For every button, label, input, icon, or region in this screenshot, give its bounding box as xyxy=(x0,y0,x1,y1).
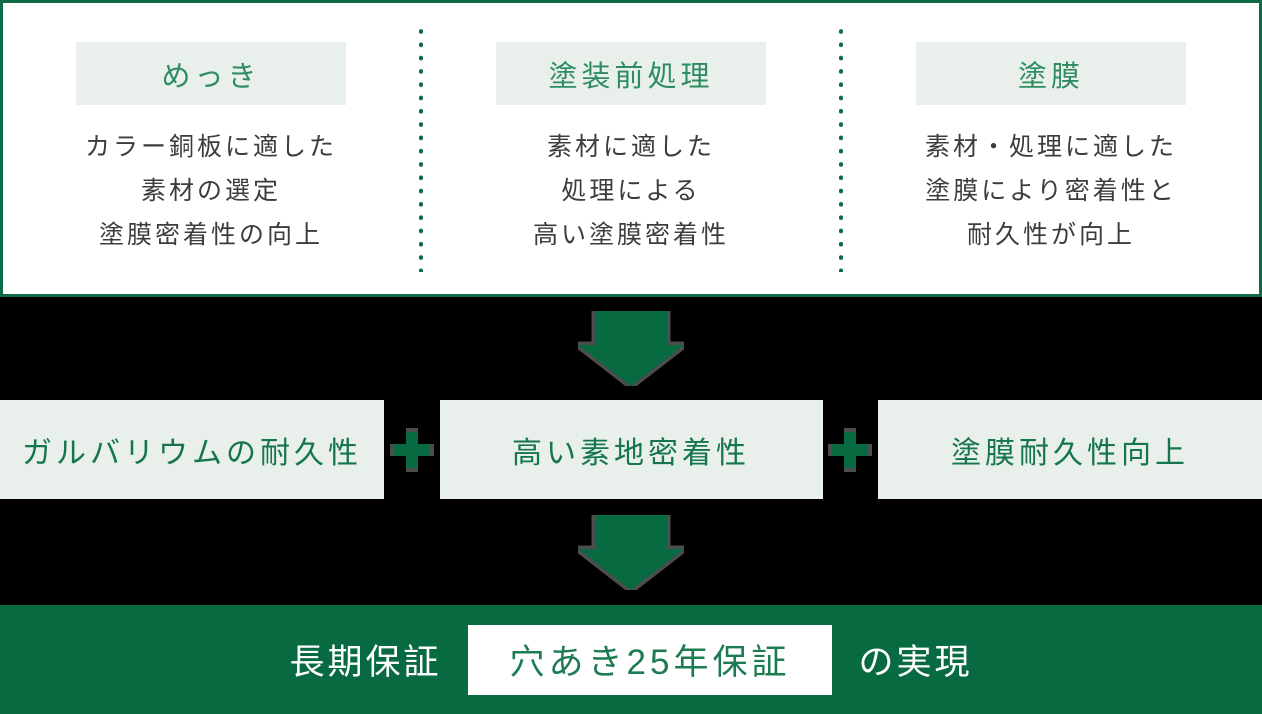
flow-arrow-zone xyxy=(0,499,1262,605)
description-line: 素材の選定 xyxy=(140,177,281,205)
description-line: 塗膜により密着性と xyxy=(925,177,1177,205)
factor-column-coating: 塗膜 素材・処理に適した 塗膜により密着性と 耐久性が向上 xyxy=(843,3,1259,294)
down-arrow-icon xyxy=(578,311,684,386)
flow-arrow-zone xyxy=(0,297,1262,400)
plus-icon xyxy=(828,427,873,472)
result-box-galvalume-durability: ガルバリウムの耐久性 xyxy=(0,400,384,499)
description-line: 高い塗膜密着性 xyxy=(532,221,729,249)
plus-icon xyxy=(389,427,434,472)
down-arrow-icon xyxy=(578,514,684,590)
dotted-divider xyxy=(839,25,843,272)
plus-separator xyxy=(384,400,440,499)
factors-panel: めっき カラー銅板に適した 素材の選定 塗膜密着性の向上 塗装前処理 素材に適し… xyxy=(0,0,1262,297)
banner-prefix-text: 長期保証 xyxy=(289,643,442,682)
factor-description-pretreatment: 素材に適した 処理による 高い塗膜密着性 xyxy=(423,125,839,257)
banner-suffix-text: の実現 xyxy=(858,643,973,682)
factor-header-plating: めっき xyxy=(76,42,346,105)
description-line: 素材・処理に適した xyxy=(924,133,1177,161)
description-line: 処理による xyxy=(561,177,701,205)
factor-column-pretreatment: 塗装前処理 素材に適した 処理による 高い塗膜密着性 xyxy=(423,3,839,294)
guarantee-banner: 長期保証 穴あき25年保証 の実現 xyxy=(0,605,1262,714)
description-line: 耐久性が向上 xyxy=(966,221,1135,249)
factor-header-coating: 塗膜 xyxy=(916,42,1186,105)
factor-column-plating: めっき カラー銅板に適した 素材の選定 塗膜密着性の向上 xyxy=(3,3,419,294)
result-box-coating-durability: 塗膜耐久性向上 xyxy=(878,400,1262,499)
result-box-substrate-adhesion: 高い素地密着性 xyxy=(439,400,823,499)
description-line: 素材に適した xyxy=(546,133,715,161)
factor-description-coating: 素材・処理に適した 塗膜により密着性と 耐久性が向上 xyxy=(843,125,1259,257)
factor-header-pretreatment: 塗装前処理 xyxy=(496,42,766,105)
guarantee-highlight-box: 穴あき25年保証 xyxy=(467,624,833,695)
plus-separator xyxy=(822,400,878,499)
description-line: 塗膜密着性の向上 xyxy=(98,221,323,249)
result-row: ガルバリウムの耐久性 高い素地密着性 塗膜耐久性向上 xyxy=(0,400,1262,499)
description-line: カラー銅板に適した xyxy=(84,133,337,161)
factor-description-plating: カラー銅板に適した 素材の選定 塗膜密着性の向上 xyxy=(3,125,419,257)
dotted-divider xyxy=(419,25,423,272)
